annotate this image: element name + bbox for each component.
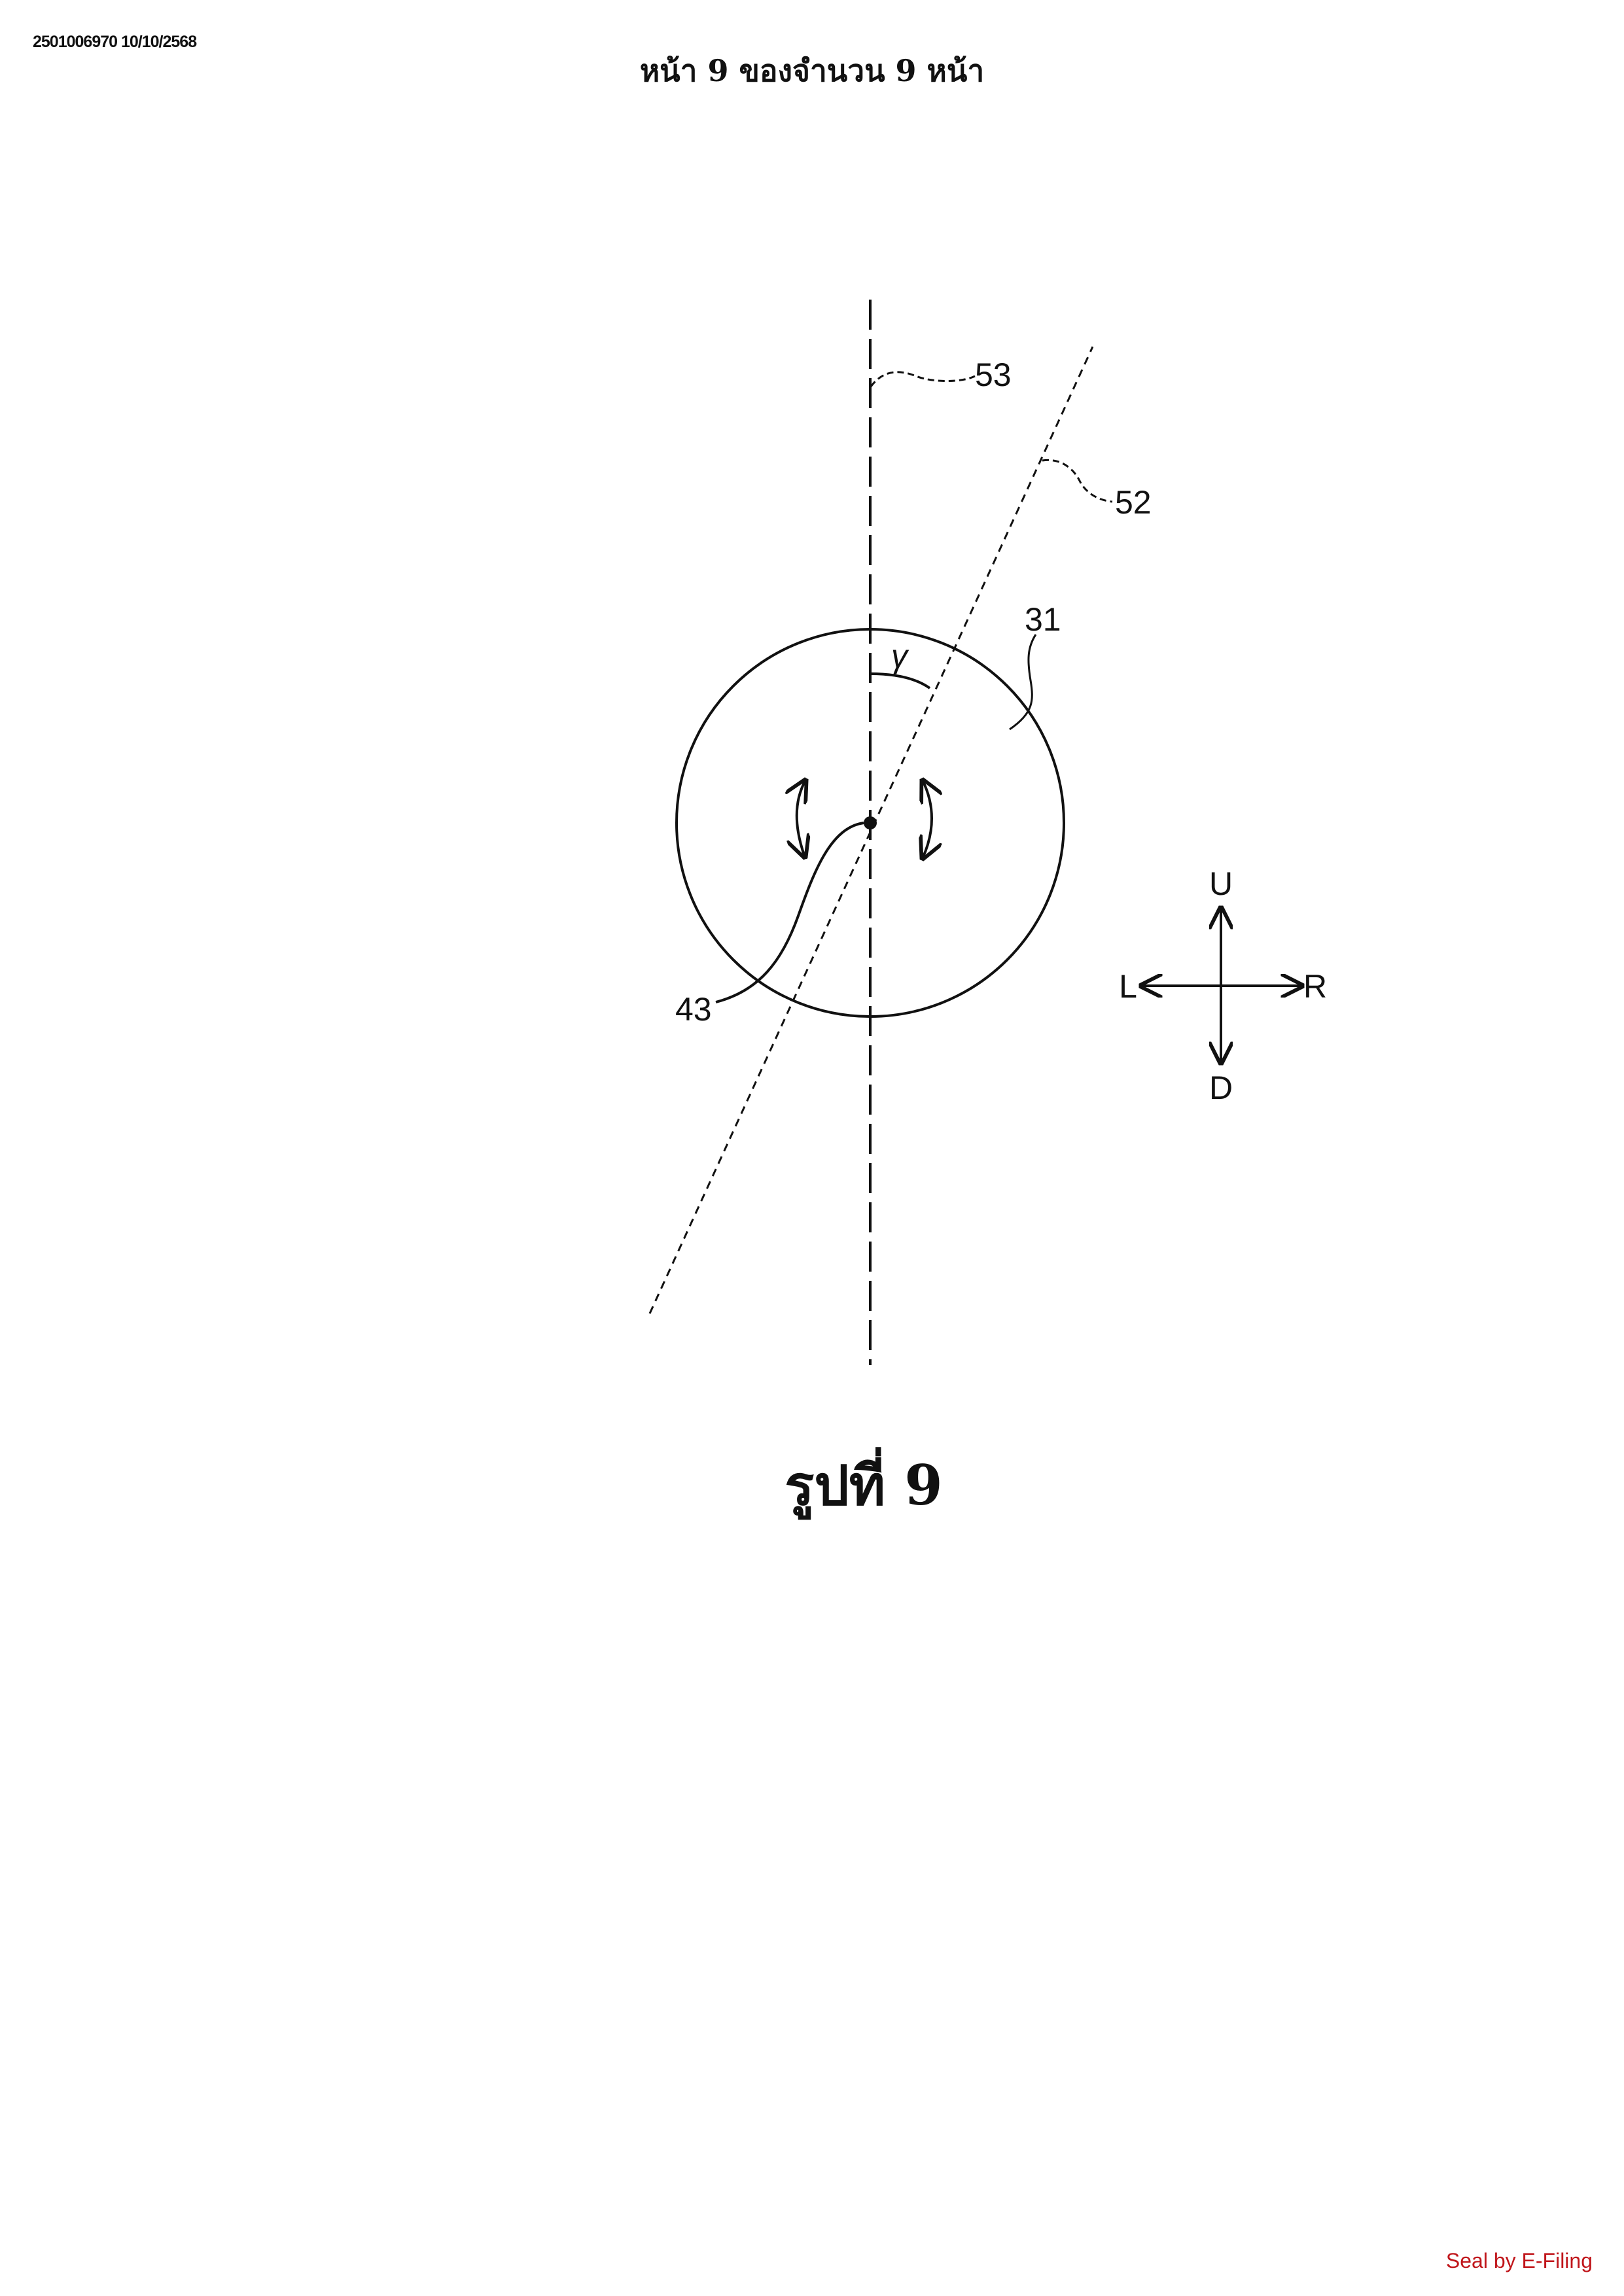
leader-31 [1009, 634, 1037, 731]
pivot-point [864, 816, 877, 829]
circle-31 [675, 628, 1065, 1018]
label-53: 53 [975, 357, 1012, 393]
inclined-dotted-line [648, 346, 1094, 1314]
direction-left-label: L [1119, 968, 1137, 1005]
direction-down-label: D [1209, 1070, 1233, 1106]
rotation-arrow-right [923, 780, 932, 858]
leader-43 [715, 822, 864, 1003]
leader-53 [870, 371, 976, 387]
label-52: 52 [1115, 484, 1152, 521]
figure-caption: รูปที่ 9 [785, 1447, 943, 1520]
label-43: 43 [675, 991, 712, 1028]
direction-right-label: R [1303, 968, 1327, 1005]
direction-up-label: U [1209, 865, 1233, 902]
angle-arc [870, 672, 931, 689]
angle-gamma-label: γ [891, 638, 909, 674]
label-31: 31 [1025, 601, 1061, 638]
page-header: หน้า 9 ของจำนวน 9 หน้า [639, 53, 985, 88]
rotation-arrow-left [797, 780, 805, 857]
leader-52 [1042, 459, 1113, 503]
document-id-stamp: 2501006970 10/10/2568 [33, 33, 197, 51]
e-filing-seal: Seal by E-Filing [1445, 2249, 1593, 2272]
